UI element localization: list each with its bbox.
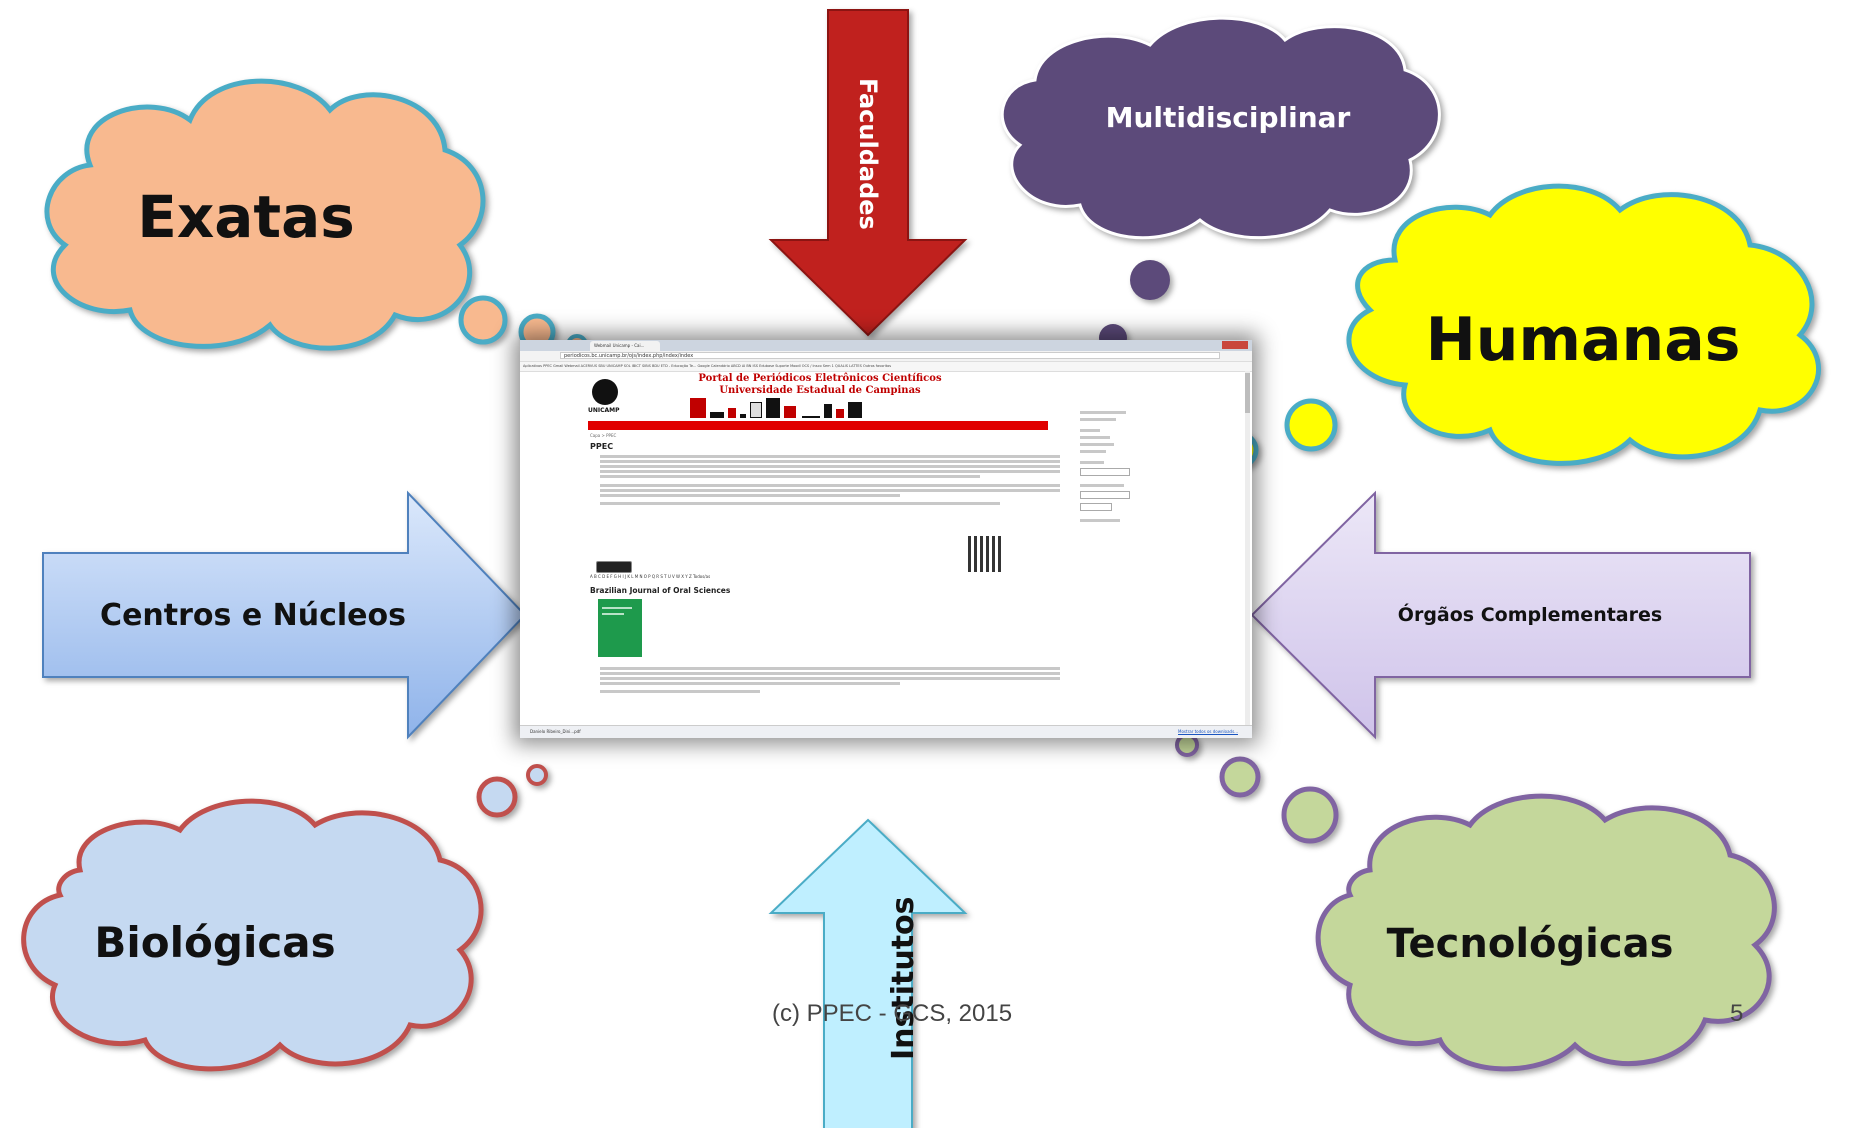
cloud-biologicas bbox=[21, 764, 548, 1072]
alphabet-index[interactable]: A B C D E F G H I J K L M N O P Q R S T … bbox=[590, 574, 711, 579]
label-humanas: Humanas bbox=[1426, 305, 1741, 375]
text-line bbox=[600, 677, 1060, 680]
qr-code-icon bbox=[968, 536, 1004, 572]
portal-menu-bar: CAPA SOBRE PÁGINA DO USUÁRIO PESQUISA bbox=[588, 421, 1048, 437]
url-field[interactable]: periodicos.bc.unicamp.br/ojs/index.php/i… bbox=[560, 352, 1220, 359]
menu-sobre[interactable]: SOBRE bbox=[628, 433, 641, 437]
text-line bbox=[600, 484, 1060, 487]
journal-heading[interactable]: Brazilian Journal of Oral Sciences bbox=[590, 586, 731, 595]
logo-text: UNICAMP bbox=[588, 407, 620, 414]
page-number: 5 bbox=[1730, 1000, 1744, 1027]
text-line bbox=[600, 682, 900, 685]
download-file[interactable]: Danielo Ribeiro_Dini...pdf bbox=[530, 729, 581, 734]
footer-credit: (c) PPEC - GCS, 2015 bbox=[772, 1000, 1013, 1027]
unicamp-logo-icon bbox=[592, 379, 618, 405]
label-orgaos-complementares: Órgãos Complementares bbox=[1398, 602, 1662, 626]
arrow-institutos bbox=[768, 818, 968, 1128]
label-exatas: Exatas bbox=[137, 183, 355, 251]
text-line bbox=[600, 475, 980, 478]
text-line bbox=[600, 455, 1060, 458]
page-title: PPEC bbox=[590, 442, 614, 451]
portal-title-line2: Universidade Estadual de Campinas bbox=[719, 385, 921, 396]
text-line bbox=[600, 494, 900, 497]
window-close-icon[interactable] bbox=[1222, 341, 1248, 349]
text-line bbox=[600, 672, 1060, 675]
scrollbar[interactable] bbox=[1245, 371, 1250, 726]
label-multidisciplinar: Multidisciplinar bbox=[1106, 101, 1351, 134]
portal-page: UNICAMP Portal de Periódicos Eletrônicos… bbox=[520, 371, 1252, 726]
label-biologicas: Biológicas bbox=[94, 918, 335, 967]
text-line bbox=[600, 470, 1060, 473]
cloud-humanas bbox=[1174, 183, 1821, 479]
text-line bbox=[600, 489, 1060, 492]
portal-title: Portal de Periódicos Eletrônicos Científ… bbox=[670, 373, 970, 397]
cloud-exatas bbox=[44, 78, 588, 356]
menu-capa[interactable]: CAPA bbox=[594, 433, 604, 437]
portal-title-line1: Portal de Periódicos Eletrônicos Científ… bbox=[698, 373, 942, 384]
breadcrumb[interactable]: Capa > PPEC bbox=[590, 433, 617, 438]
bookmarks-bar[interactable]: Aplicativos PPEC Gmail Webmail ACERVUS S… bbox=[520, 362, 1252, 372]
menu-pagina-usuario[interactable]: PÁGINA DO USUÁRIO bbox=[665, 433, 702, 437]
browser-tab[interactable]: Webmail Unicamp - Cai... bbox=[590, 341, 660, 351]
arrow-centros-nucleos bbox=[42, 490, 527, 740]
show-all-downloads-link[interactable]: Mostrar todos os downloads... bbox=[1178, 729, 1238, 734]
text-line bbox=[600, 690, 760, 693]
text-line bbox=[600, 502, 1000, 505]
portal-sidebar bbox=[1080, 411, 1160, 526]
text-line bbox=[600, 460, 1060, 463]
label-institutos: Institutos bbox=[886, 896, 921, 1060]
portal-screenshot: Webmail Unicamp - Cai... periodicos.bc.u… bbox=[520, 340, 1252, 738]
arrow-orgaos-complementares bbox=[1250, 490, 1751, 740]
portal-banner-bars bbox=[690, 398, 905, 418]
arrow-faculdades bbox=[768, 9, 968, 337]
creative-commons-badge-icon[interactable] bbox=[596, 561, 632, 573]
address-bar: periodicos.bc.unicamp.br/ojs/index.php/i… bbox=[520, 351, 1252, 362]
download-bar: Danielo Ribeiro_Dini...pdf Mostrar todos… bbox=[520, 725, 1252, 738]
journal-cover[interactable] bbox=[598, 599, 642, 657]
label-faculdades: Faculdades bbox=[854, 78, 882, 230]
label-centros-nucleos: Centros e Núcleos bbox=[100, 598, 406, 633]
browser-tab-bar: Webmail Unicamp - Cai... bbox=[520, 340, 1252, 351]
menu-pesquisa[interactable]: PESQUISA bbox=[727, 433, 745, 437]
cloud-tecnologicas bbox=[1175, 733, 1777, 1072]
text-line bbox=[600, 465, 1060, 468]
label-tecnologicas: Tecnológicas bbox=[1387, 921, 1674, 967]
text-line bbox=[600, 667, 1060, 670]
